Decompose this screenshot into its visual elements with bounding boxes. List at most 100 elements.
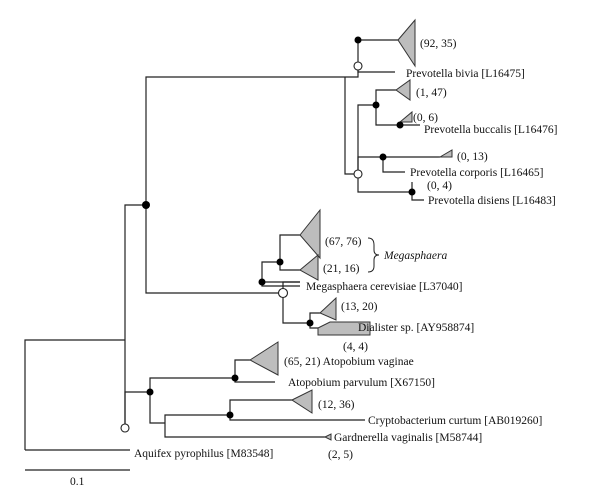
label-dialister: Dialister sp. [AY958874] (358, 322, 474, 334)
count-0-6: (0, 6) (413, 112, 438, 124)
node-dot-atopobium-vaginae (231, 374, 239, 382)
label-dialister-acc: [AY958874] (414, 322, 475, 334)
label-megasphaera-cerevisiae: Megasphaera cerevisiae [L37040] (306, 281, 462, 293)
label-prevotella-corporis-name: Prevotella corporis (410, 167, 498, 179)
label-prevotella-bivia: Prevotella bivia [L16475] (406, 68, 525, 80)
node-dot-dialister (306, 319, 314, 327)
clade-0-6 (398, 110, 413, 123)
label-prevotella-buccalis: Prevotella buccalis [L16476] (424, 124, 558, 136)
node-ring-gardnerella (120, 423, 130, 433)
label-atopobium-vaginae: (65, 21) Atopobium vaginae (284, 356, 414, 368)
label-prevotella-buccalis-name: Prevotella buccalis (424, 124, 512, 136)
label-cryptobacterium: Cryptobacterium curtum [AB019260] (368, 415, 542, 427)
label-prevotella-bivia-acc: [L16475] (479, 68, 525, 80)
node-dot-atopobium (146, 388, 154, 396)
count-2-5: (2, 5) (328, 449, 353, 461)
count-0-13: (0, 13) (457, 151, 488, 163)
node-dot-megasphaera (276, 258, 284, 266)
count-13-20: (13, 20) (341, 301, 378, 313)
pm-split (145, 76, 345, 205)
root-branch (24, 339, 125, 450)
count-0-4: (0, 4) (427, 180, 452, 192)
label-prevotella-disiens-acc: [L16483] (509, 195, 555, 207)
buccalis-split (375, 89, 396, 105)
label-atopobium-vaginae-counts: (65, 21) (284, 356, 323, 368)
clade-gardnerella (323, 433, 332, 441)
mega-inner (261, 261, 280, 282)
atopobium-parvulum-branch (234, 378, 275, 383)
prevotella-split (344, 77, 358, 175)
label-gardnerella-acc: [M58744] (433, 432, 483, 444)
atopobium-split (149, 377, 235, 392)
label-atopobium-vaginae-name: Atopobium vaginae (323, 356, 414, 368)
atopobium-vaginae-split (234, 359, 250, 378)
label-cryptobacterium-acc: [AB019260] (481, 415, 542, 427)
node-dot-corporis (379, 153, 387, 161)
label-gardnerella: Gardnerella vaginalis [M58744] (334, 432, 482, 444)
clade-1-47 (395, 79, 411, 101)
node-dot-mega (258, 278, 266, 286)
bivia-branch (357, 66, 395, 73)
clade-4-4 (317, 321, 371, 336)
label-prevotella-corporis: Prevotella corporis [L16465] (410, 167, 544, 179)
node-dot-disiens (408, 188, 416, 196)
label-aquifex-acc: [M83548] (224, 448, 274, 460)
count-92-35: (92, 35) (420, 38, 457, 50)
clade-12-36 (290, 389, 313, 414)
bivia-clade-split (345, 39, 398, 78)
atopobium-lower (149, 392, 165, 424)
label-prevotella-disiens: Prevotella disiens [L16483] (428, 195, 556, 207)
label-prevotella-disiens-name: Prevotella disiens (428, 195, 510, 207)
corporis-branch (382, 157, 405, 173)
mega-split-lower (282, 293, 310, 324)
count-67-76: (67, 76) (325, 236, 362, 248)
megasphaera-brace (367, 237, 380, 273)
crypto-branch (229, 415, 365, 421)
label-prevotella-buccalis-acc: [L16476] (511, 124, 557, 136)
label-aquifex: Aquifex pyrophilus [M83548] (134, 448, 273, 460)
main-split (124, 204, 146, 428)
clade-bivia (397, 18, 416, 68)
node-dot-buccalis-2 (396, 121, 404, 129)
node-ring-prevotella-lower (353, 169, 363, 179)
clade-13-20 (319, 296, 337, 321)
count-4-4: (4, 4) (343, 341, 368, 353)
node-dot-buccalis (372, 101, 380, 109)
pm-lower (145, 205, 283, 294)
label-gardnerella-name: Gardnerella vaginalis (334, 432, 433, 444)
corporis-split (357, 156, 383, 174)
label-megasphaera-cerevisiae-acc: [L37040] (416, 281, 462, 293)
gardnerella-branch (164, 423, 325, 438)
node-ring-mega (277, 287, 289, 299)
label-aquifex-name: Aquifex pyrophilus (134, 448, 224, 460)
clade-21-16 (299, 253, 319, 281)
disiens-split (357, 174, 412, 193)
count-12-36: (12, 36) (318, 399, 355, 411)
crypto-node (229, 399, 292, 415)
atopobium-main (124, 391, 150, 428)
buccalis-split-2 (375, 105, 400, 126)
label-prevotella-bivia-name: Prevotella bivia (406, 68, 479, 80)
clade-atopobium-vaginae (249, 341, 279, 376)
clade-0-13 (438, 149, 453, 158)
label-atopobium-parvulum-name: Atopobium parvulum (288, 377, 387, 389)
clade-67-76 (299, 208, 321, 260)
count-1-47: (1, 47) (416, 87, 447, 99)
scale-bar-label: 0.1 (70, 476, 85, 488)
node-ring-prevotella (353, 61, 363, 71)
node-dot-crypto (226, 411, 234, 419)
node-dot-bivia (354, 36, 362, 44)
node-dot-main (142, 201, 150, 209)
label-megasphaera-group: Megasphaera (383, 250, 447, 262)
label-megasphaera-cerevisiae-name: Megasphaera cerevisiae (306, 281, 416, 293)
label-atopobium-parvulum: Atopobium parvulum [X67150] (288, 377, 435, 389)
label-atopobium-parvulum-acc: [X67150] (387, 377, 435, 389)
crypto-split (164, 414, 230, 423)
label-cryptobacterium-name: Cryptobacterium curtum (368, 415, 481, 427)
prevotella-lower (357, 104, 376, 174)
count-21-16: (21, 16) (323, 263, 360, 275)
label-prevotella-corporis-acc: [L16465] (497, 167, 543, 179)
megasphaera-clade-split (279, 234, 300, 262)
label-dialister-name: Dialister sp. (358, 322, 414, 334)
